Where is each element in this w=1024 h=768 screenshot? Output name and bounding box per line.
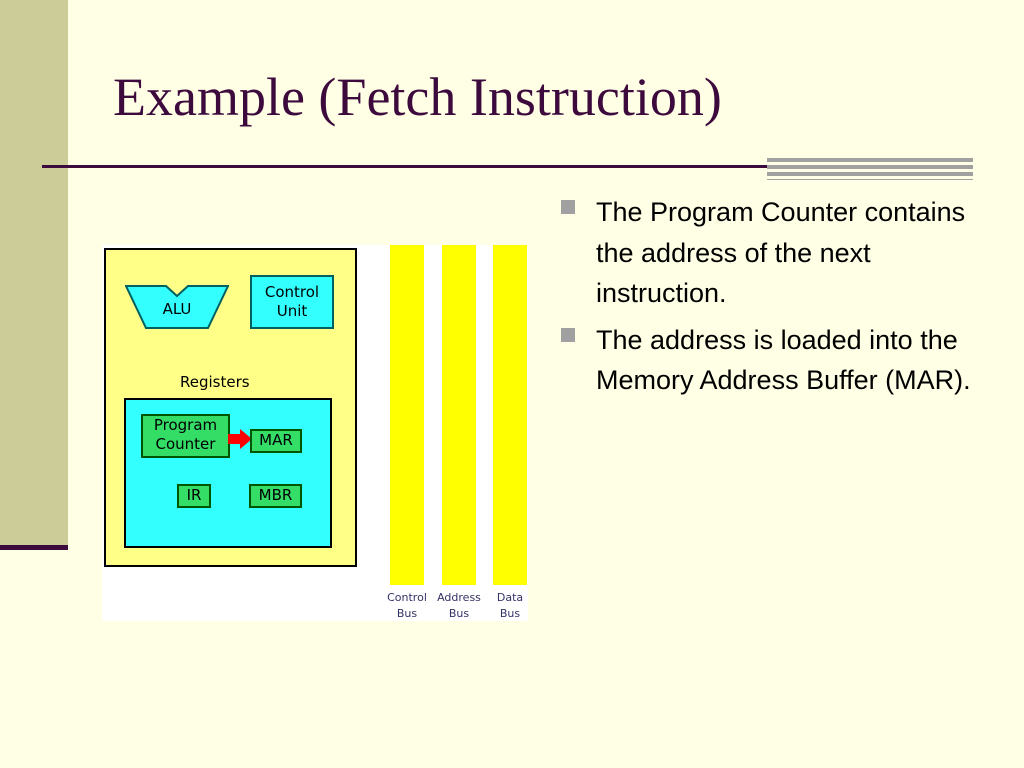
square-bullet-icon bbox=[561, 327, 575, 342]
divider-accent bbox=[767, 158, 973, 180]
left-sidebar-band bbox=[0, 0, 68, 545]
bullet-text: The Program Counter contains the address… bbox=[596, 197, 966, 308]
control-unit: Control Unit bbox=[250, 275, 334, 329]
bullet-text: The address is loaded into the Memory Ad… bbox=[596, 324, 971, 396]
program-counter-register: Program Counter bbox=[141, 414, 230, 458]
slide-title: Example (Fetch Instruction) bbox=[113, 67, 722, 127]
control-bus-label: Control Bus bbox=[387, 591, 427, 620]
title-divider bbox=[42, 165, 972, 168]
cpu-diagram: ALU Control Unit Registers Program Count… bbox=[102, 245, 528, 621]
transfer-arrow bbox=[228, 429, 252, 449]
address-bus-label: Address Bus bbox=[437, 591, 481, 620]
square-bullet-icon bbox=[561, 200, 575, 214]
alu-label: ALU bbox=[162, 300, 192, 318]
mar-register: MAR bbox=[250, 429, 302, 453]
registers-label: Registers bbox=[180, 373, 250, 391]
alu-block: ALU bbox=[124, 285, 230, 329]
registers-box: Program Counter MAR IR MBR bbox=[124, 398, 332, 548]
address-bus bbox=[442, 245, 476, 585]
data-bus-label: Data Bus bbox=[496, 591, 524, 620]
cpu-box: ALU Control Unit Registers Program Count… bbox=[104, 248, 357, 567]
control-bus bbox=[390, 245, 424, 585]
mbr-register: MBR bbox=[249, 484, 302, 508]
left-sidebar-accent bbox=[0, 545, 68, 550]
data-bus bbox=[493, 245, 527, 585]
bullet-item: The Program Counter contains the address… bbox=[560, 192, 980, 314]
alu-shape bbox=[124, 285, 230, 329]
bullet-item: The address is loaded into the Memory Ad… bbox=[560, 320, 980, 401]
ir-register: IR bbox=[177, 484, 211, 508]
bullet-list: The Program Counter contains the address… bbox=[560, 192, 980, 407]
